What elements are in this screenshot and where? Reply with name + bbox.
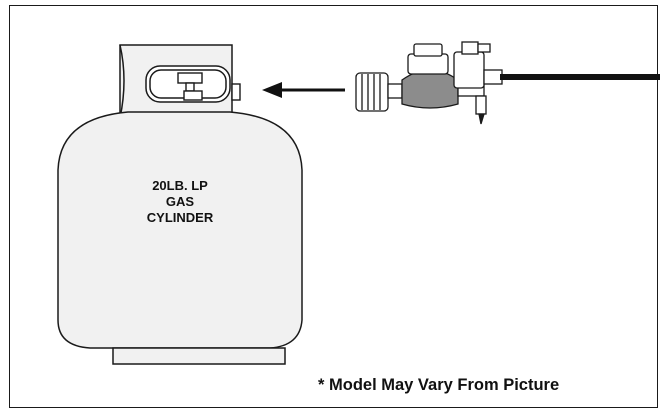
cylinder-foot-ring bbox=[112, 347, 286, 365]
cylinder-label: 20LB. LP GAS CYLINDER bbox=[110, 178, 250, 226]
arrow-left-icon bbox=[262, 82, 345, 98]
cylinder-label-line: GAS bbox=[165, 194, 195, 209]
valve-icon bbox=[177, 72, 241, 101]
model-vary-note: * Model May Vary From Picture bbox=[318, 376, 560, 394]
cylinder-label-line: CYLINDER bbox=[146, 210, 214, 225]
cylinder-collar-notch bbox=[119, 44, 125, 119]
cylinder-label-line: 20LB. LP bbox=[152, 178, 208, 193]
cylinder-body bbox=[57, 111, 303, 349]
regulator-icon bbox=[355, 41, 503, 125]
